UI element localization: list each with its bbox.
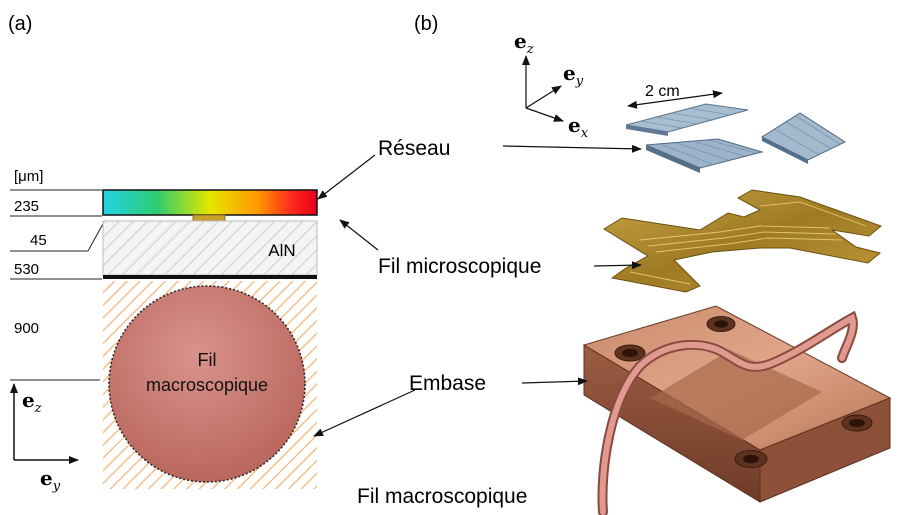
fil-micro-label: Fil microscopique: [378, 255, 541, 278]
screw-holes: [614, 316, 873, 468]
embase-label: Embase: [409, 372, 486, 395]
fil-micro-to-a-arrow: [339, 219, 379, 251]
thickness-separators: [10, 189, 105, 381]
scale-bar: [627, 90, 723, 109]
interface-layer: [103, 275, 317, 279]
axes-a: ez ey: [10, 383, 79, 494]
panel-a-label: (a): [8, 13, 32, 35]
grating-pieces: [625, 103, 847, 173]
embase-part: [582, 305, 892, 503]
macro-wire-tube: [599, 313, 856, 515]
embase-arrow: [521, 377, 588, 386]
panel-a: (a) [μm] 235 45 530 900 AlN Fil macrosco…: [8, 13, 318, 494]
reseau-to-a-arrow: [317, 154, 376, 200]
grating-piece-2: [645, 138, 764, 169]
connector-arrows: [313, 154, 416, 437]
ex-b-label: ex: [568, 113, 589, 141]
ey-b-label: ey: [563, 61, 584, 89]
fil-macro-label: Fil macroscopique: [357, 485, 527, 508]
micro-wire-strip: [192, 214, 226, 222]
panel-b-label: (b): [414, 13, 438, 35]
scale-label: 2 cm: [645, 83, 680, 100]
aln-label: AlN: [268, 241, 295, 260]
macro-wire-label-line2: macroscopique: [146, 375, 268, 395]
grating-colorbar: [102, 189, 318, 216]
macro-wire-label-line1: Fil: [198, 350, 217, 370]
macro-wire-circle: [108, 285, 306, 483]
ez-label: ez: [22, 388, 42, 416]
fil-micro-arrow: [593, 261, 642, 270]
micro-wire-part: [603, 189, 882, 293]
thickness-45: 45: [30, 232, 47, 249]
thickness-235: 235: [14, 198, 39, 215]
ey-b-arrow: [525, 85, 562, 109]
grating-piece-1: [625, 103, 749, 133]
aln-layer: [102, 220, 318, 276]
reseau-arrow: [502, 144, 642, 153]
ex-b-arrow: [525, 107, 564, 122]
thickness-900: 900: [14, 320, 39, 337]
grating-piece-3: [760, 112, 847, 161]
axes-b: ez ey ex: [514, 29, 589, 141]
reseau-label: Réseau: [378, 137, 450, 160]
micro-wire-h-shape: [603, 189, 882, 293]
panel-b: (b) ez ey ex 2 cm: [357, 13, 892, 515]
embase-channel: [650, 350, 822, 440]
unit-label: [μm]: [14, 168, 43, 185]
ez-b-label: ez: [514, 29, 534, 57]
embase-to-a-arrow: [313, 389, 416, 437]
ey-label: ey: [40, 466, 61, 494]
thickness-530: 530: [14, 261, 39, 278]
